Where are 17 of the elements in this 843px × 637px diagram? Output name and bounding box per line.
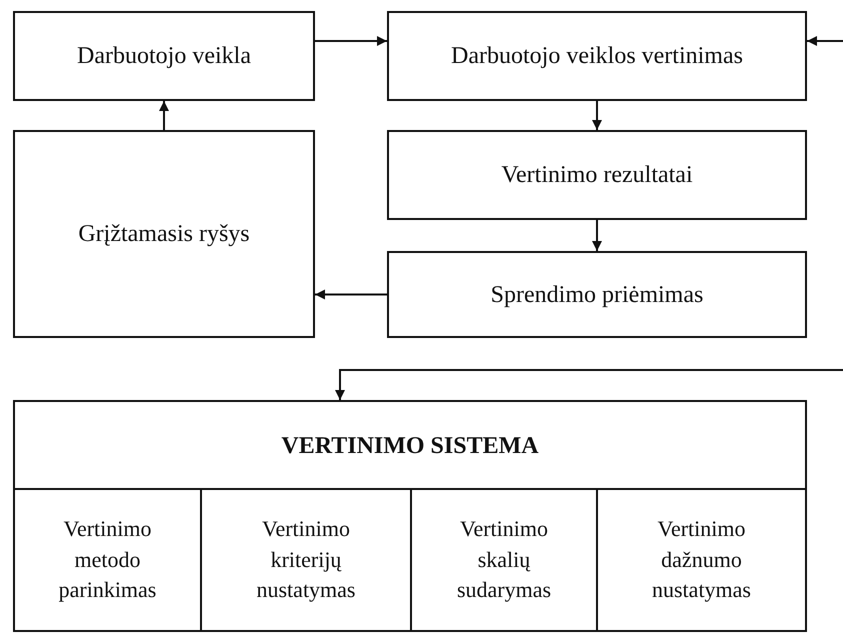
process-box: Darbuotojo veikla <box>13 11 315 101</box>
arrow <box>592 101 602 130</box>
system-heading: VERTINIMO SISTEMA <box>280 432 540 461</box>
process-box: Darbuotojo veiklos vertinimas <box>387 11 807 101</box>
arrow <box>315 290 387 300</box>
system-panel <box>13 400 807 632</box>
arrow <box>592 220 602 251</box>
arrow <box>159 101 169 130</box>
process-box: Vertinimo rezultatai <box>387 130 807 220</box>
table-cell: Vertinimo kriterijų nustatymas <box>202 488 412 630</box>
process-box: Sprendimo priėmimas <box>387 251 807 338</box>
arrow <box>335 369 843 400</box>
process-box: Grįžtamasis ryšys <box>13 130 315 338</box>
table-cell: Vertinimo metodo parinkimas <box>15 488 202 630</box>
arrow <box>315 36 387 46</box>
table-cell: Vertinimo skalių sudarymas <box>412 488 598 630</box>
arrow <box>807 36 843 46</box>
